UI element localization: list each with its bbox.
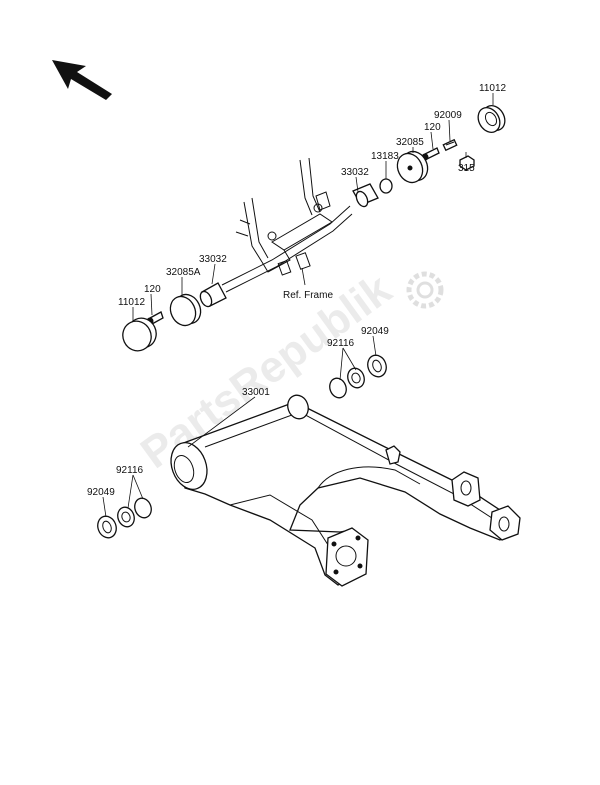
frame-reference bbox=[221, 157, 353, 293]
label-92049-right: 92049 bbox=[361, 326, 389, 337]
label-33032-top: 33032 bbox=[341, 167, 369, 178]
part-32085 bbox=[396, 150, 429, 184]
label-120-top: 120 bbox=[424, 122, 441, 133]
part-32085A bbox=[169, 293, 202, 327]
label-33001: 33001 bbox=[242, 387, 270, 398]
part-seal-right bbox=[329, 377, 347, 399]
part-13183 bbox=[379, 178, 393, 194]
label-13183: 13183 bbox=[371, 151, 399, 162]
label-315: 315 bbox=[458, 163, 475, 174]
label-32085: 32085 bbox=[396, 137, 424, 148]
part-92116-right bbox=[347, 367, 365, 389]
part-33032-left bbox=[199, 282, 227, 308]
part-92049-right bbox=[367, 354, 387, 378]
part-92116-left bbox=[117, 506, 135, 528]
part-315 bbox=[459, 155, 475, 171]
part-11012-left bbox=[122, 317, 157, 352]
gear-icon bbox=[406, 271, 444, 309]
label-92009: 92009 bbox=[434, 110, 462, 121]
label-92049-left: 92049 bbox=[87, 487, 115, 498]
arrow-up-left-icon bbox=[52, 60, 112, 100]
part-92009 bbox=[442, 138, 458, 152]
leader-lines bbox=[102, 93, 494, 518]
part-11012-top bbox=[477, 105, 506, 133]
part-seal-left bbox=[134, 497, 152, 519]
label-32085A: 32085A bbox=[166, 267, 201, 278]
part-labels: 11012 92009 120 32085 13183 33032 315 33… bbox=[87, 83, 507, 498]
label-92116-right: 92116 bbox=[327, 338, 355, 349]
label-11012-left: 11012 bbox=[118, 297, 146, 308]
label-33032-left: 33032 bbox=[199, 254, 227, 265]
part-33032-top bbox=[352, 183, 379, 208]
label-120-left: 120 bbox=[144, 284, 161, 295]
label-92116-left: 92116 bbox=[116, 465, 144, 476]
part-92049-left bbox=[97, 515, 117, 539]
label-ref-frame: Ref. Frame bbox=[283, 290, 333, 301]
label-11012-top: 11012 bbox=[479, 83, 507, 94]
part-33001-swingarm bbox=[170, 394, 521, 587]
